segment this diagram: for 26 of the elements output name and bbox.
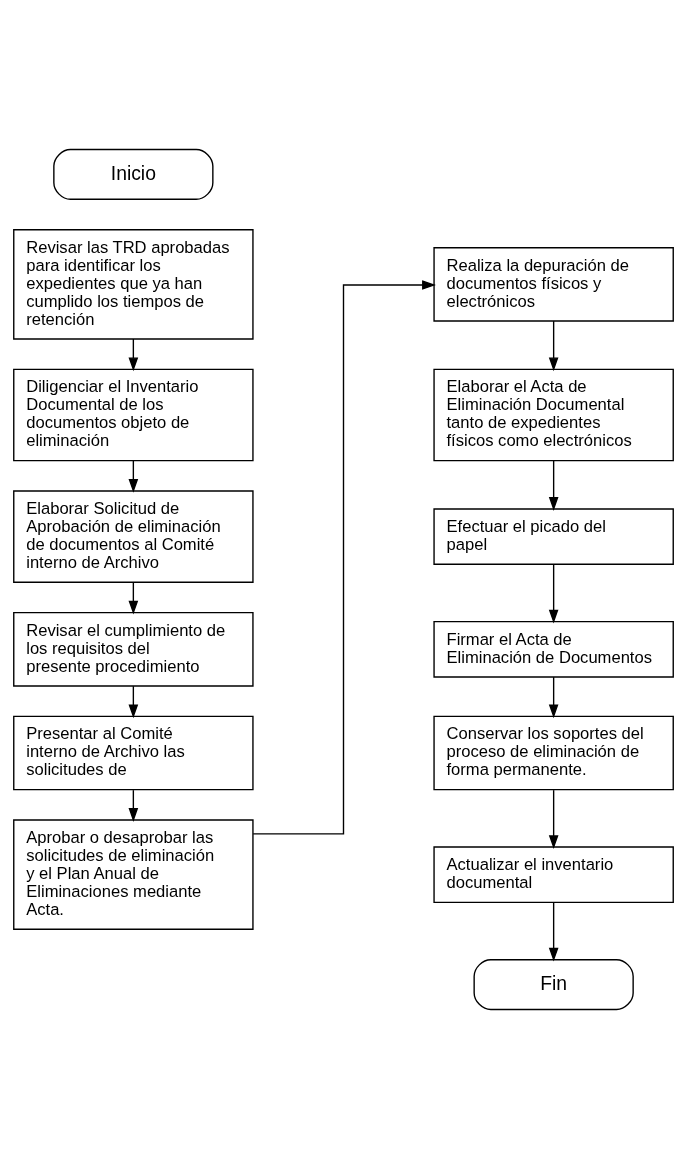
arrow (128, 337, 139, 371)
node-box: Efectuar el picado del papel (433, 507, 674, 565)
node-box: Realiza la depuración de documentos físicos y electrónicos (433, 246, 674, 322)
node-box: Aprobar o desaprobar las solicitudes de eliminación y el Plan Anual de Eliminaciones mediante Acta. (13, 818, 254, 930)
node-box: Diligenciar el Inventario Documental de los documentos objeto de eliminación (13, 368, 254, 461)
arrow (548, 459, 559, 511)
node-box: Presentar al Comité interno de Archivo las solicitudes de (13, 715, 254, 790)
arrow (548, 675, 559, 718)
arrow (548, 901, 559, 962)
arrow (548, 788, 559, 849)
node-box: Revisar el cumplimiento de los requisitos del presente procedimiento (13, 611, 254, 687)
arrow (548, 563, 559, 623)
arrow (128, 788, 139, 822)
node-box: Fin (473, 958, 634, 1010)
node-box: Firmar el Acta de Eliminación de Documentos (433, 620, 674, 678)
node-box: Elaborar Solicitud de Aprobación de eliminación de documentos al Comité interno de Archivo (13, 489, 254, 583)
arrow (128, 684, 139, 718)
node-box: Elaborar el Acta de Eliminación Documental tanto de expedientes físicos como electrónicos (433, 368, 674, 461)
node-box: Revisar las TRD aprobadas para identificar los expedientes que ya han cumplido los tiempos de retención (13, 228, 254, 340)
arrow (128, 459, 139, 493)
node-box: Conservar los soportes del proceso de eliminación de forma permanente. (433, 715, 674, 790)
node-box: Inicio (53, 148, 214, 200)
arrow (252, 279, 436, 835)
arrow (128, 581, 139, 615)
arrow (548, 319, 559, 371)
node-box: Actualizar el inventario documental (433, 845, 674, 903)
